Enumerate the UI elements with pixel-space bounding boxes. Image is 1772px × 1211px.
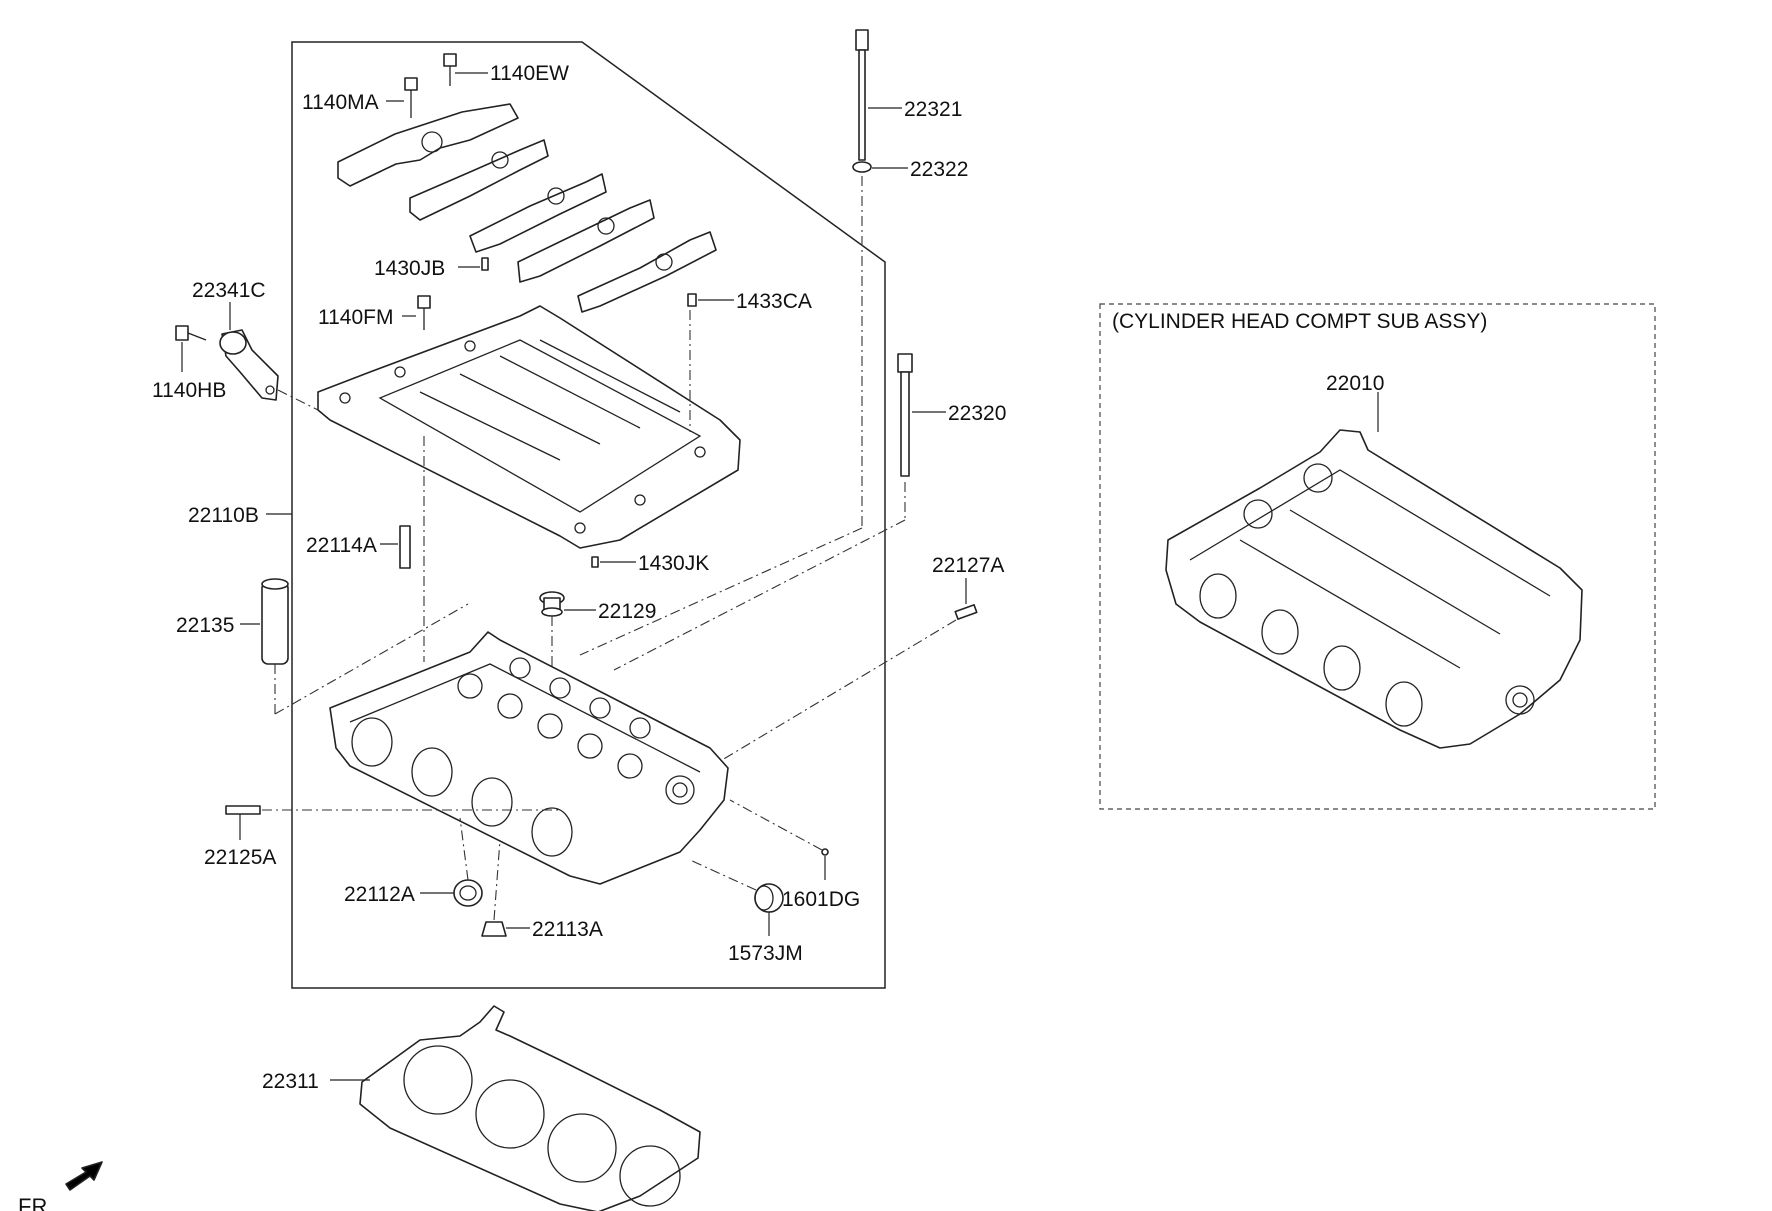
engine-bracket-22341C-icon xyxy=(219,329,279,401)
stud-22127A-icon xyxy=(954,604,978,620)
head-bolt-22321-icon xyxy=(855,29,869,161)
label-1140HB: 1140HB xyxy=(152,379,226,402)
bolt-1140HB-icon xyxy=(175,325,207,341)
label-22113A: 22113A xyxy=(532,918,603,941)
cylinder-head-subassembly-22010 xyxy=(1165,429,1583,749)
pin-1430JB-icon xyxy=(481,257,489,271)
head-gasket-22311 xyxy=(359,1005,701,1211)
stud-22125A-icon xyxy=(225,805,261,815)
label-1140FM: 1140FM xyxy=(318,306,393,329)
label-22114A: 22114A xyxy=(306,534,377,557)
head-bolt-22320-icon xyxy=(897,353,913,477)
plug-1601DG-icon xyxy=(821,848,829,856)
camshaft-carrier-ladder xyxy=(317,305,741,549)
label-22322: 22322 xyxy=(910,158,968,181)
label-1433CA: 1433CA xyxy=(736,290,812,313)
plug-22129-icon xyxy=(539,591,565,617)
seal-22113A-icon xyxy=(481,921,507,937)
label-1140MA: 1140MA xyxy=(302,91,379,114)
subassembly-box xyxy=(1099,303,1656,810)
label-22110B: 22110B xyxy=(188,504,259,527)
label-22320: 22320 xyxy=(948,402,1006,425)
assembly-group-frame xyxy=(291,41,886,989)
label-22135: 22135 xyxy=(176,614,234,637)
label-22129: 22129 xyxy=(598,600,656,623)
cap-1573JM-icon xyxy=(754,883,784,913)
label-22127A: 22127A xyxy=(932,554,1004,577)
leader-lines xyxy=(181,72,1379,1081)
cylinder-head xyxy=(329,631,729,885)
bolt-1140EW-icon xyxy=(443,53,457,86)
label-22125A: 22125A xyxy=(204,846,276,869)
label-1430JB: 1430JB xyxy=(374,257,445,280)
subassembly-title: (CYLINDER HEAD COMPT SUB ASSY) xyxy=(1112,310,1487,333)
seal-22112A-icon xyxy=(453,879,483,907)
bolt-1140FM-icon xyxy=(417,295,431,309)
pin-1433CA-icon xyxy=(687,293,697,307)
front-arrow-icon xyxy=(65,1161,103,1191)
label-1601DG: 1601DG xyxy=(782,888,860,911)
washer-22322-icon xyxy=(852,161,872,173)
valve-guide-22114A-icon xyxy=(399,525,411,569)
label-22112A: 22112A xyxy=(344,883,415,906)
camshaft-bearing-caps xyxy=(337,103,717,313)
label-1140EW: 1140EW xyxy=(490,62,569,85)
label-1573JM: 1573JM xyxy=(728,942,803,965)
label-22010: 22010 xyxy=(1326,372,1384,395)
front-marker-label: FR. xyxy=(18,1194,53,1211)
label-22311: 22311 xyxy=(262,1070,319,1093)
pin-1430JK-icon xyxy=(591,556,599,568)
label-22321: 22321 xyxy=(904,98,962,121)
label-22341C: 22341C xyxy=(192,279,266,302)
bolt-1140MA-icon xyxy=(404,77,418,118)
label-1430JK: 1430JK xyxy=(638,552,709,575)
dowel-tube-22135-icon xyxy=(261,578,289,665)
